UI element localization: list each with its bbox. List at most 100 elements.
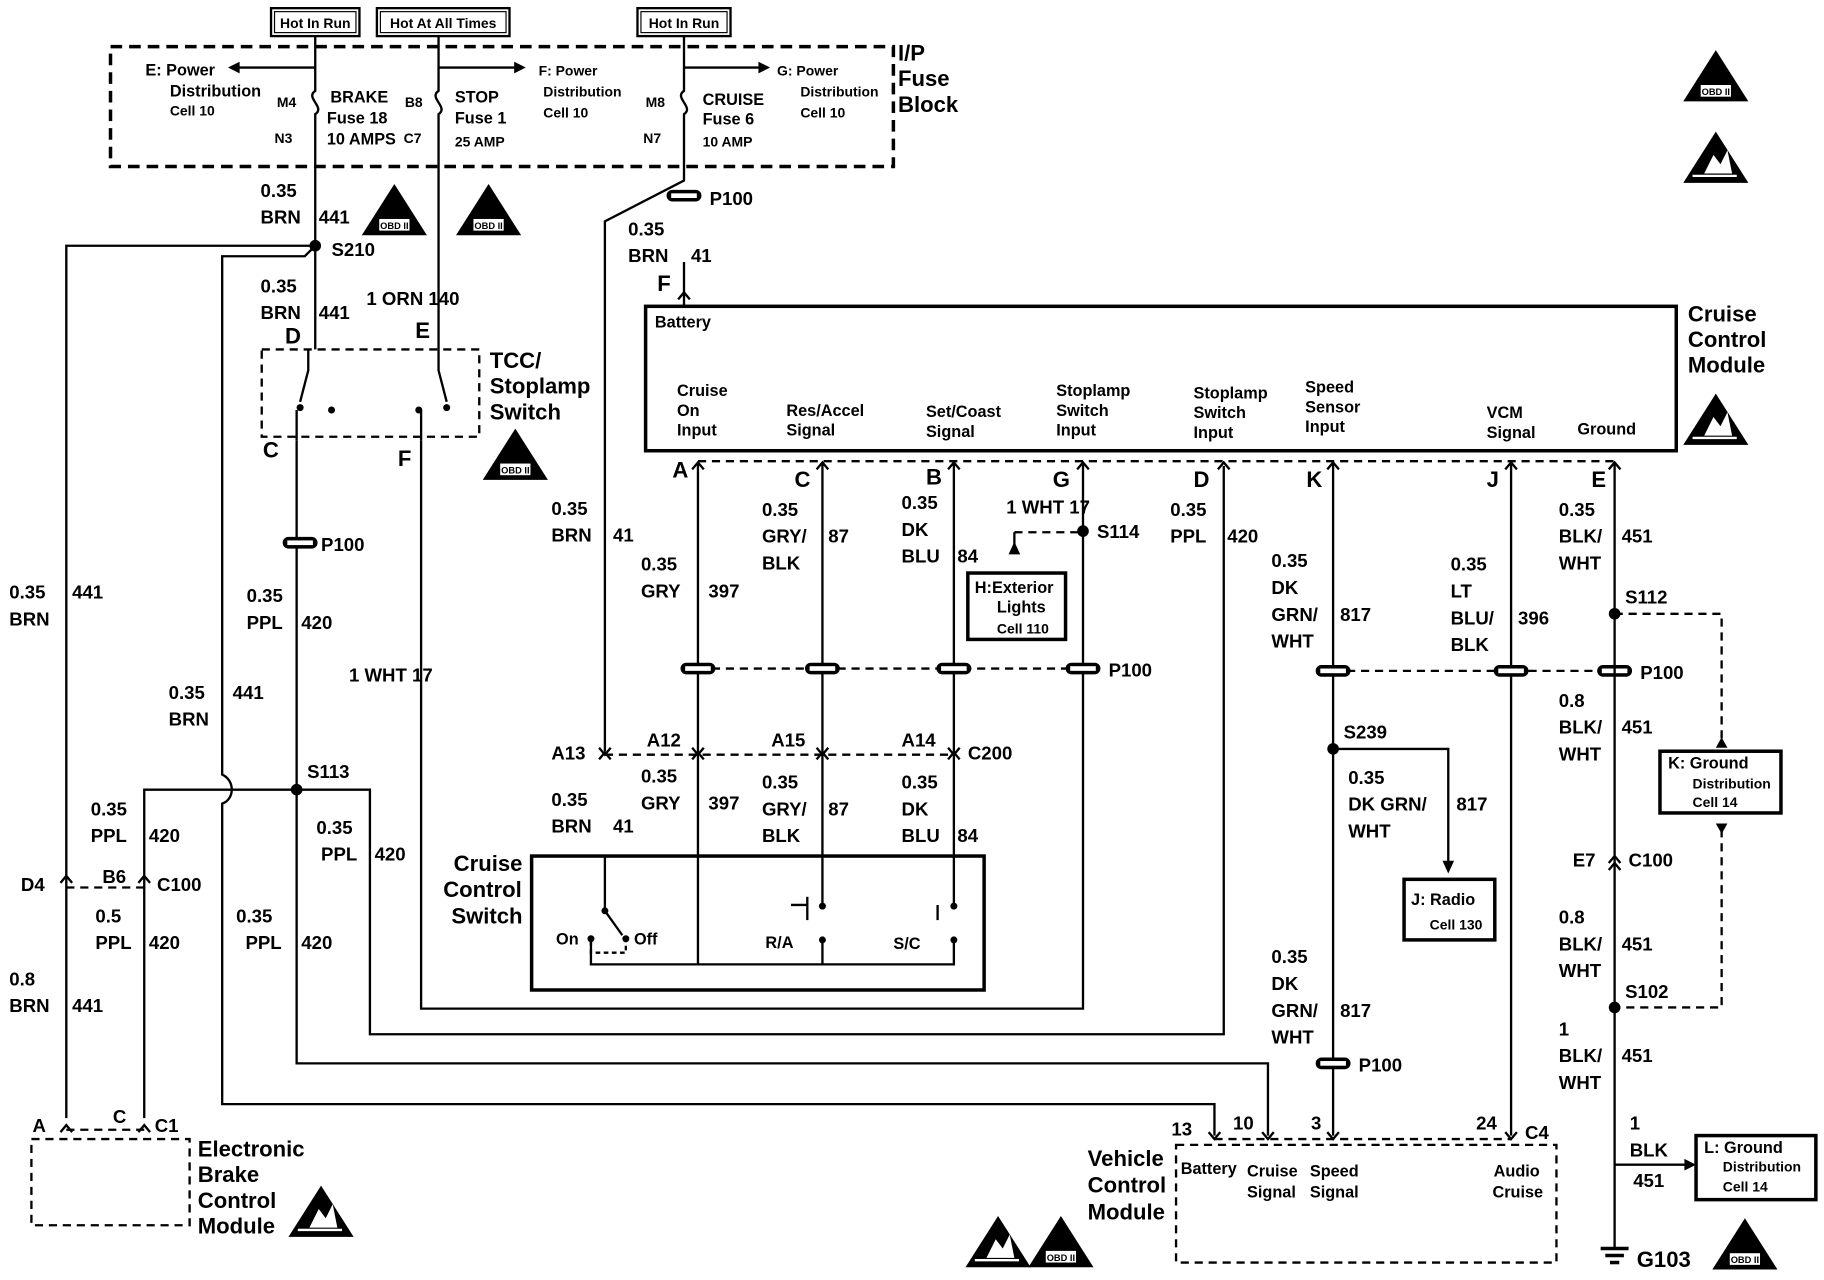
ccm-pin-e: E: [1591, 467, 1606, 492]
w451-p100-num: 451: [1622, 717, 1653, 738]
ccm-stoplamp1-line1: Stoplamp: [1056, 382, 1130, 400]
vcm-cruise-signal-line2: Signal: [1247, 1183, 1296, 1201]
hot-in-run-tag-2: Hot In Run: [636, 6, 732, 38]
ebcm-conn-c1: C1: [155, 1115, 179, 1136]
w17-left-label: 1 WHT 17: [349, 664, 433, 685]
w84-low-size: 0.35: [902, 771, 938, 792]
w817-s239-num: 817: [1456, 794, 1487, 815]
ccm-pin-c: C: [795, 467, 811, 492]
w87-a-color2: BLK: [762, 553, 801, 574]
w420-s113a-size: 0.35: [316, 817, 352, 838]
w451-e-num: 451: [1622, 526, 1653, 547]
w441-left-num: 441: [72, 582, 103, 603]
w441-ebcm-color: BRN: [9, 995, 49, 1016]
w420-d-color: PPL: [1170, 526, 1206, 547]
w451-e-color1: BLK/: [1559, 526, 1602, 547]
w451-p100-size: 0.8: [1559, 690, 1585, 711]
ccm-set-coast-line1: Set/Coast: [926, 403, 1002, 421]
ground-wiring: 0.35 BLK/ WHT 451 S112 K: Ground Distrib…: [1559, 462, 1818, 1272]
w817-s239-color2: WHT: [1348, 820, 1391, 841]
w41-mid-num: 41: [613, 525, 634, 546]
f-ref-line3: Cell 10: [543, 105, 588, 121]
ccm-vcm-line2: Signal: [1487, 424, 1536, 442]
w87-a-color1: GRY/: [762, 526, 807, 547]
w817-low-color1: DK: [1271, 973, 1298, 994]
electronic-brake-control-module: A C C1 Electronic Brake Control Module: [30, 1106, 355, 1238]
w397-a-color: GRY: [641, 580, 681, 601]
w817-low-color2: GRN/: [1271, 1000, 1318, 1021]
w397-low-size: 0.35: [641, 766, 677, 787]
ccm-speed-line2: Sensor: [1305, 398, 1361, 416]
vcm-signal-wiring: 0.35 LT BLU/ BLK 396 P100: [1315, 462, 1684, 1136]
esd-sensitive-icon-top-right: [1682, 130, 1750, 185]
ccm-pin-g: G: [1053, 467, 1070, 492]
w84-low-color2: BLU: [902, 825, 940, 846]
hot-at-all-times-tag: Hot At All Times: [375, 6, 511, 38]
ccm-res-accel-line1: Res/Accel: [786, 402, 864, 420]
ref-j-line1: J: Radio: [1411, 891, 1475, 909]
w84-a-num: 84: [957, 546, 978, 567]
w396-j-color3: BLK: [1451, 634, 1490, 655]
w441-left-size: 0.35: [9, 582, 45, 603]
ebcm-title-line3: Control: [198, 1188, 277, 1213]
w451-e-color2: WHT: [1559, 553, 1602, 574]
cruise-control-switch: Cruise Control Switch On Off R/A S/C: [443, 851, 986, 992]
w87-low-color1: GRY/: [762, 798, 807, 819]
w84-a-color1: DK: [902, 519, 929, 540]
stop-fuse-name: STOP: [455, 88, 499, 106]
ccm-battery-label: Battery: [655, 313, 711, 331]
w817-s239-color1: DK GRN/: [1348, 794, 1427, 815]
w441-mid-size: 0.35: [169, 682, 205, 703]
w451-c100-color2: WHT: [1559, 960, 1602, 981]
tcc-pin-f: F: [398, 446, 412, 471]
e-ref-line1: E: Power: [145, 62, 215, 80]
ccm-stoplamp2-line3: Input: [1194, 424, 1234, 442]
ccm-speed-line1: Speed: [1305, 378, 1354, 396]
vcm-title-line2: Control: [1088, 1173, 1167, 1198]
w41-low-color: BRN: [551, 816, 591, 837]
stop-in-pin: B8: [405, 94, 423, 110]
w396-j-color1: LT: [1451, 580, 1473, 601]
w817-k-num: 817: [1340, 604, 1371, 625]
g-ref-line3: Cell 10: [800, 105, 845, 121]
ref-k-line3: Cell 14: [1693, 794, 1738, 810]
hot-in-run-label-1: Hot In Run: [280, 15, 350, 31]
cruise-out-pin: N7: [643, 130, 661, 146]
w420-s113b-num: 420: [301, 932, 332, 953]
g-ref-line2: Distribution: [800, 84, 878, 100]
w451-p100-color1: BLK/: [1559, 717, 1602, 738]
brake-in-pin: M4: [277, 94, 297, 110]
ccm-title-line3: Module: [1688, 353, 1765, 378]
hot-in-run-label-2: Hot In Run: [649, 15, 719, 31]
tcc-title-line3: Switch: [490, 399, 561, 424]
ref-l-line2: Distribution: [1723, 1159, 1801, 1175]
stop-out-pin: C7: [404, 130, 422, 146]
ccm-pin-b: B: [926, 465, 942, 490]
w817-k-color3: WHT: [1271, 631, 1314, 652]
f-ref-line2: Distribution: [543, 84, 621, 100]
splice-s114: S114: [1097, 521, 1140, 542]
w451-g103-num: 451: [1633, 1170, 1664, 1191]
ref-h-line1: H:Exterior: [975, 579, 1054, 597]
hot-in-run-tag-1: Hot In Run: [269, 6, 361, 38]
ref-j-line2: Cell 130: [1430, 916, 1483, 932]
w441-top-num: 441: [319, 207, 350, 228]
e-ref-line3: Cell 10: [170, 102, 215, 118]
brake-fuse-name: BRAKE: [330, 88, 388, 106]
ccm-title-line1: Cruise: [1688, 301, 1757, 326]
ccm-switch-wiring: 0.35 GRY 397 0.35 GRY/ BLK 87 0.35 DK BL…: [551, 462, 1258, 965]
w396-j-size: 0.35: [1451, 554, 1487, 575]
ref-l-line1: L: Ground: [1704, 1139, 1783, 1157]
brake-fuse-number: Fuse 18: [327, 109, 388, 127]
w397-low-color: GRY: [641, 792, 681, 813]
vcm-conn-c4: C4: [1525, 1122, 1549, 1143]
ccm-vcm-line1: VCM: [1487, 404, 1523, 422]
stop-fuse-rating: 25 AMP: [455, 134, 505, 150]
w420-tcc-size: 0.35: [247, 585, 283, 606]
fuse-block-title-3: Block: [898, 92, 959, 117]
w87-a-num: 87: [828, 526, 849, 547]
w420-s113b-color: PPL: [245, 932, 281, 953]
ccm-title-line2: Control: [1688, 327, 1767, 352]
w41-top-size: 0.35: [628, 218, 664, 239]
conn-a14: A14: [902, 730, 937, 751]
